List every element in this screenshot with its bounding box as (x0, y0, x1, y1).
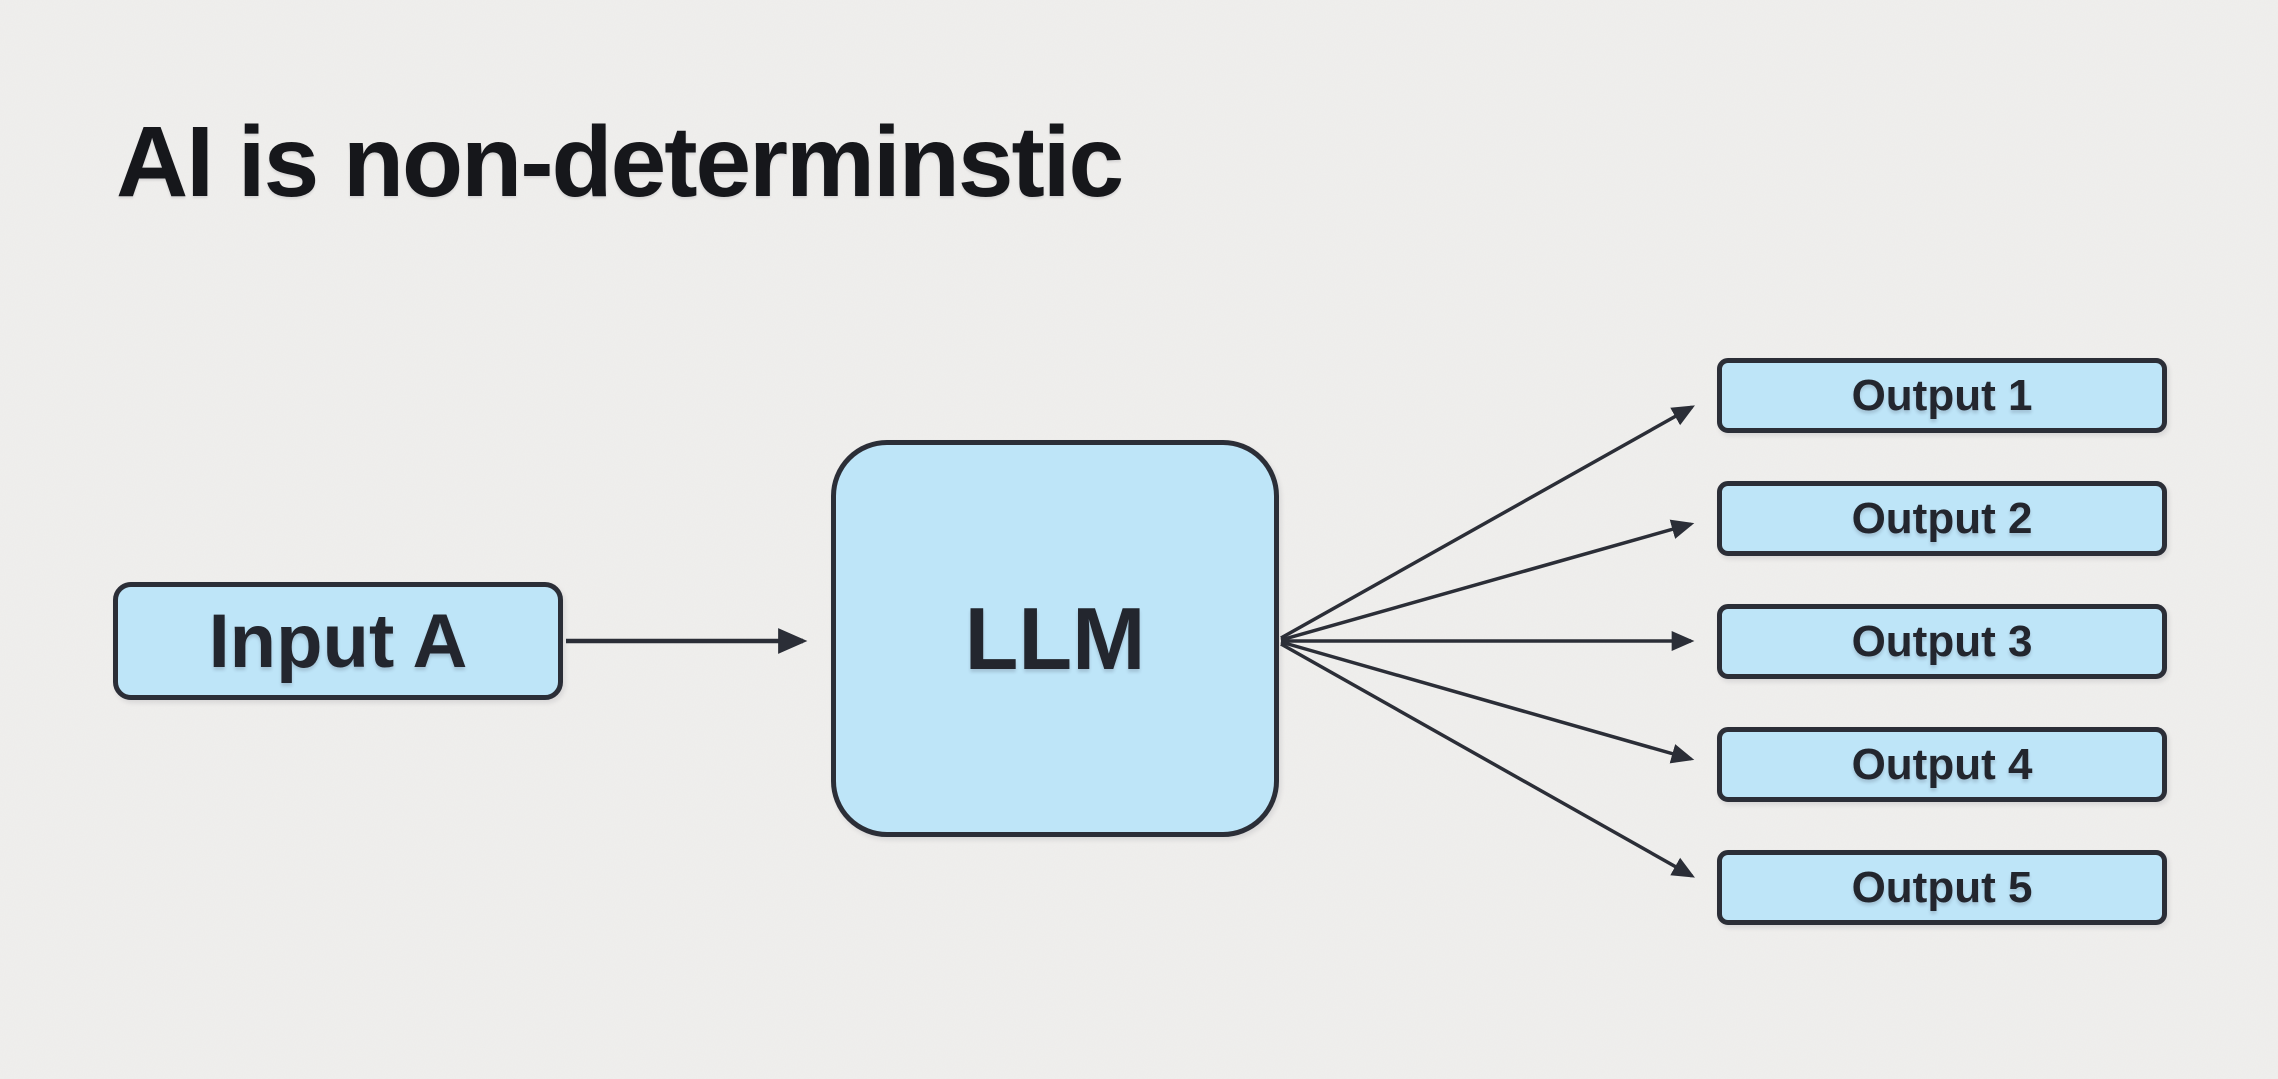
output-3-node: Output 3 (1717, 604, 2167, 679)
input-a-node: Input A (113, 582, 563, 700)
output-1-node: Output 1 (1717, 358, 2167, 433)
output-2-node: Output 2 (1717, 481, 2167, 556)
arrow-llm-to-output-4 (1280, 640, 1695, 764)
page-title: AI is non-determinstic (116, 106, 1124, 218)
arrow-llm-to-output-5 (1280, 642, 1695, 878)
arrow-llm-to-output-1 (1280, 405, 1695, 640)
arrow-llm-to-output-2 (1280, 519, 1695, 642)
output-5-node: Output 5 (1717, 850, 2167, 925)
llm-node: LLM (831, 440, 1279, 837)
output-4-node: Output 4 (1717, 727, 2167, 802)
